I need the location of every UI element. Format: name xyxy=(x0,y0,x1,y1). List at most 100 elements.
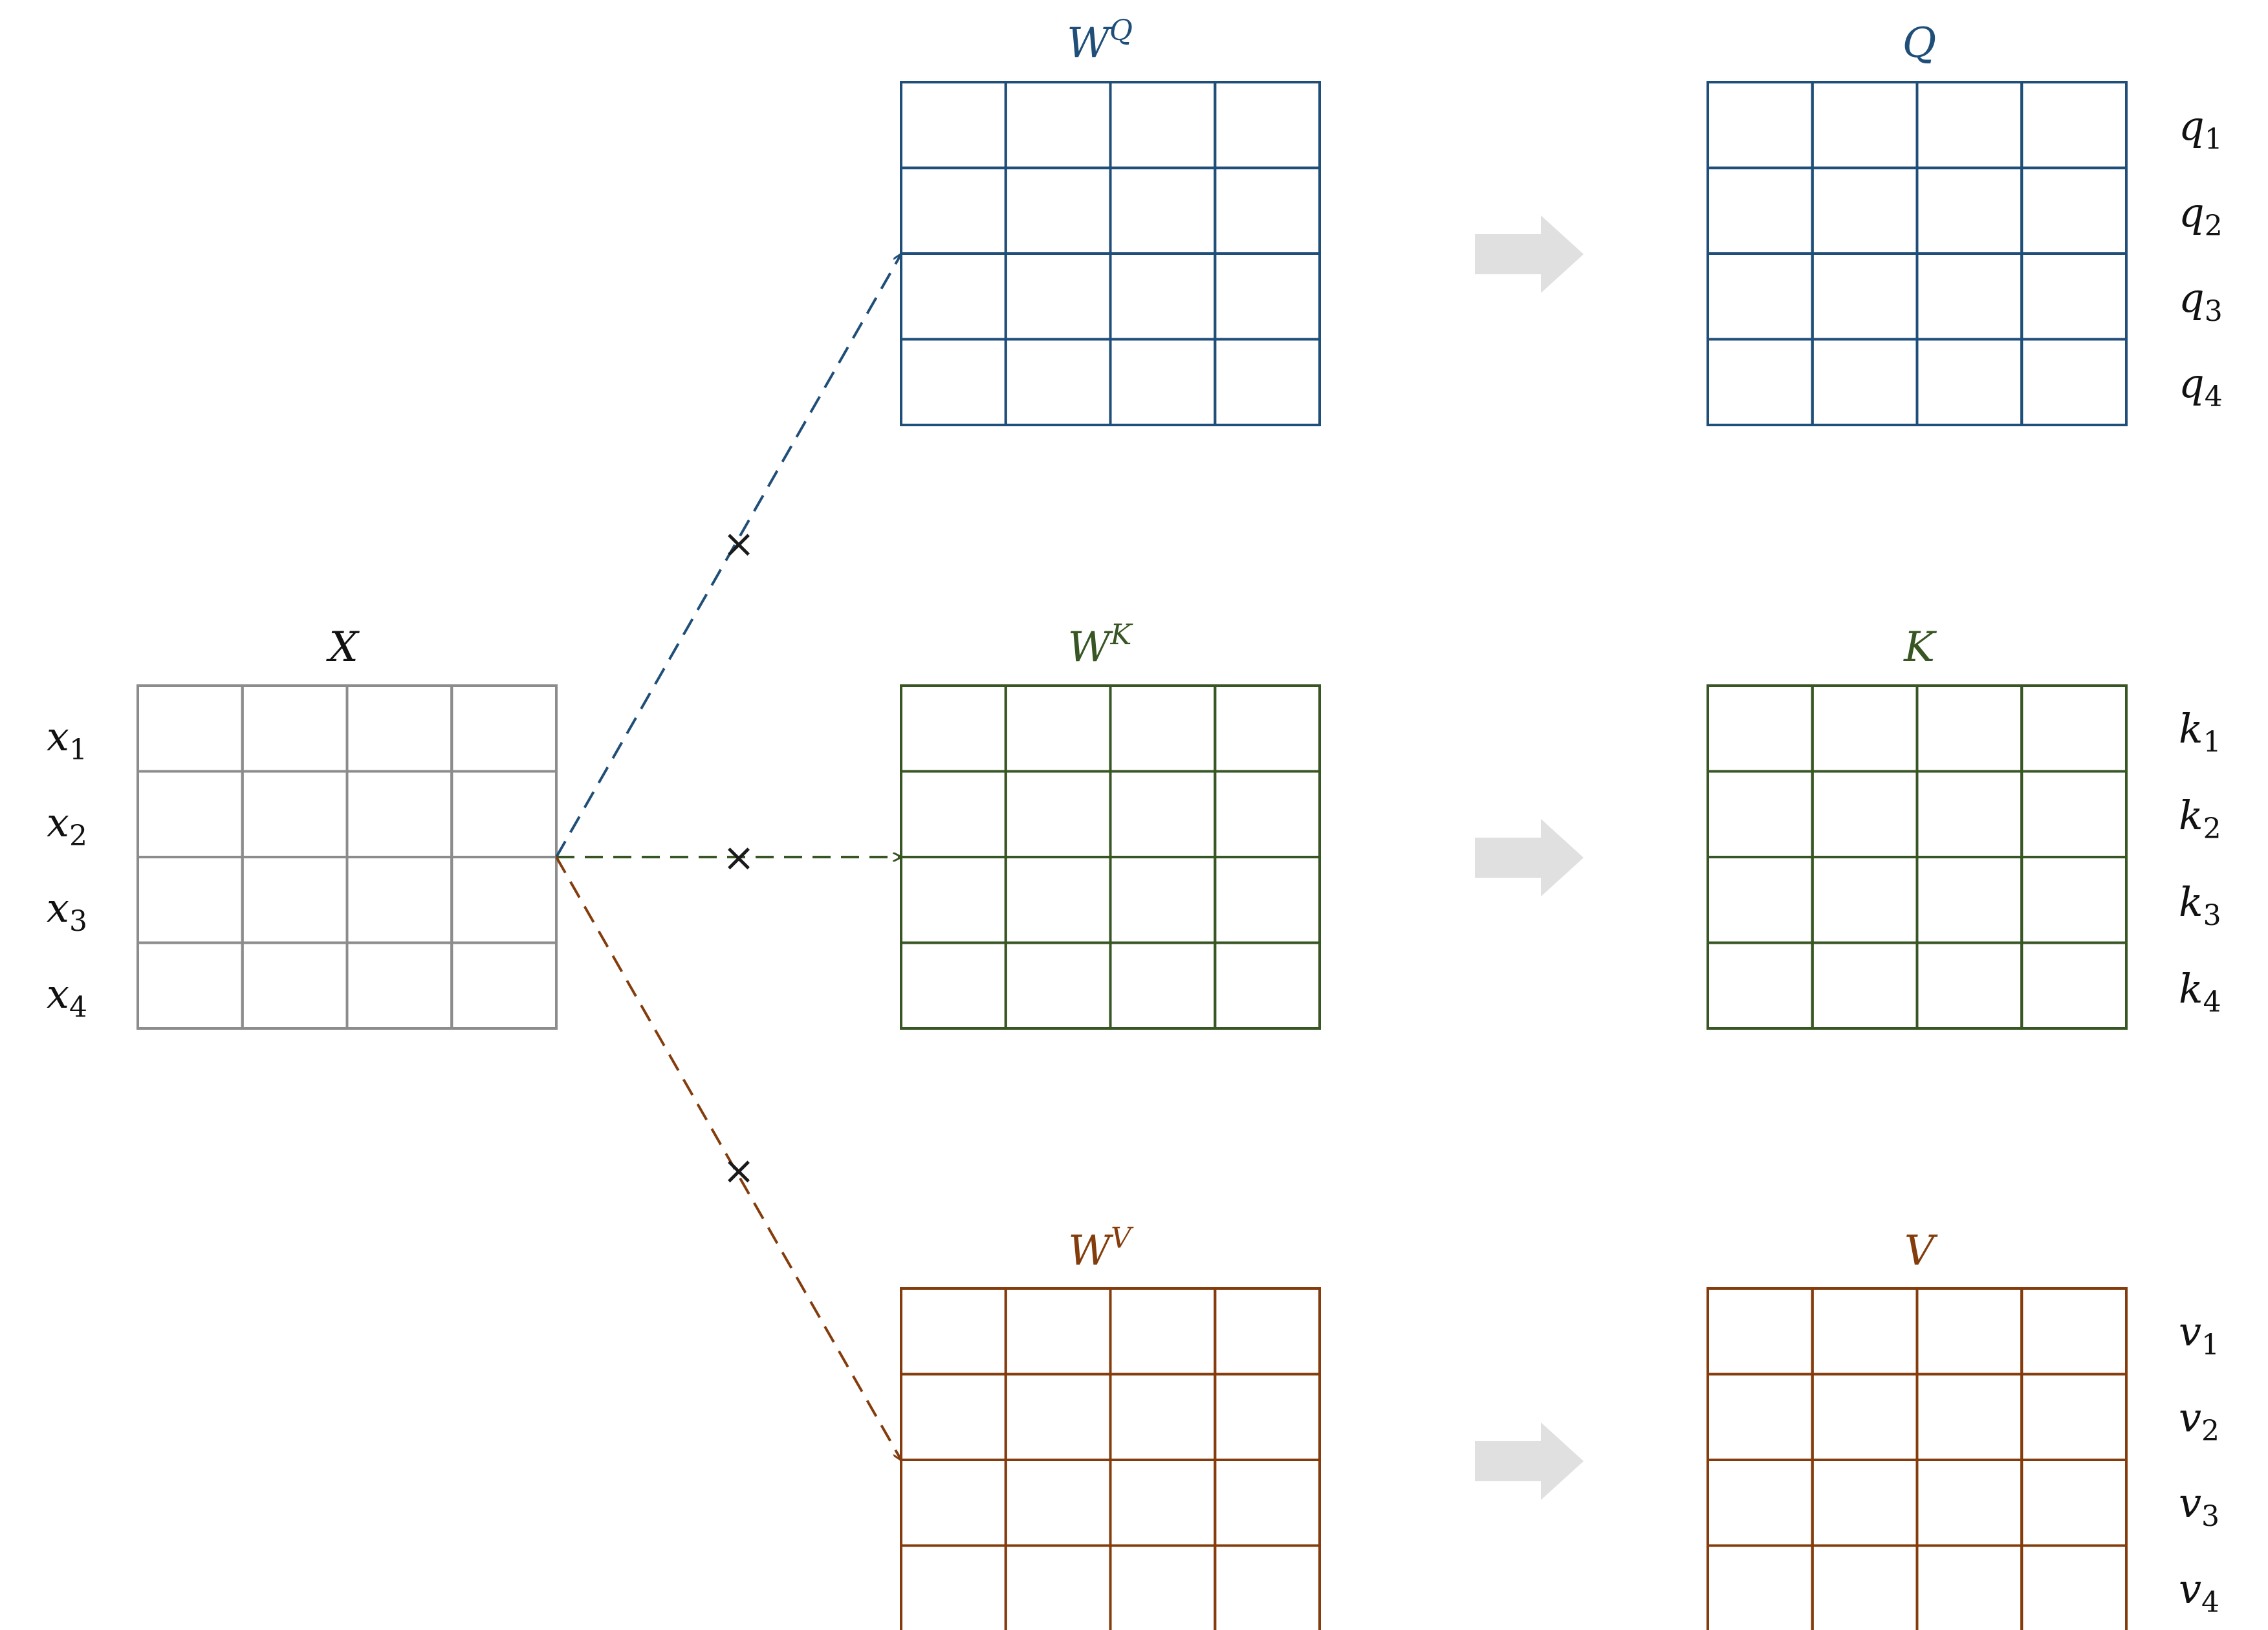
matrix-cell xyxy=(900,941,1007,1030)
row-label-q4: q4 xyxy=(2179,360,2223,413)
matrix-cell xyxy=(2020,770,2128,858)
matrix-cell xyxy=(1811,1373,1919,1461)
matrix-cell xyxy=(1811,1287,1919,1376)
matrix-cell xyxy=(1214,684,1321,773)
matrix-cell xyxy=(900,81,1007,169)
matrix-wv-grid xyxy=(900,1287,1321,1630)
matrix-cell xyxy=(1811,81,1919,169)
matrix-cell xyxy=(900,770,1007,858)
matrix-cell xyxy=(2020,81,2128,169)
matrix-cell xyxy=(241,941,349,1030)
row-label-k4: k4 xyxy=(2179,965,2221,1019)
matrix-cell xyxy=(450,941,558,1030)
matrix-cell xyxy=(1004,1373,1112,1461)
matrix-cell xyxy=(1811,856,1919,944)
matrix-v-title: V xyxy=(1904,1227,1938,1275)
matrix-cell xyxy=(1915,770,2023,858)
matrix-cell xyxy=(1811,1459,1919,1547)
matrix-cell xyxy=(1004,1459,1112,1547)
matrix-cell xyxy=(1915,856,2023,944)
matrix-cell xyxy=(241,856,349,944)
matrix-cell xyxy=(1004,856,1112,944)
multiply-mark-k: × xyxy=(723,835,755,880)
matrix-cell xyxy=(1915,252,2023,341)
matrix-cell xyxy=(1706,1459,1814,1547)
matrix-cell xyxy=(345,941,453,1030)
matrix-cell xyxy=(1706,1544,1814,1630)
row-label-v1: v1 xyxy=(2179,1308,2219,1362)
result-arrow-k-icon xyxy=(1475,819,1584,896)
matrix-cell xyxy=(1109,770,1217,858)
matrix-cell xyxy=(1706,1373,1814,1461)
matrix-cell xyxy=(1109,856,1217,944)
matrix-cell xyxy=(1109,1373,1217,1461)
matrix-cell xyxy=(1109,1287,1217,1376)
matrix-cell xyxy=(136,856,244,944)
matrix-wq-title: WQ xyxy=(1067,14,1133,67)
matrix-cell xyxy=(1706,684,1814,773)
matrix-cell xyxy=(1109,81,1217,169)
matrix-cell xyxy=(1811,941,1919,1030)
matrix-x-grid xyxy=(136,684,558,1030)
matrix-cell xyxy=(900,1287,1007,1376)
matrix-cell xyxy=(1214,338,1321,426)
matrix-cell xyxy=(345,856,453,944)
matrix-cell xyxy=(2020,338,2128,426)
matrix-cell xyxy=(900,1544,1007,1630)
connector-x-to-wv xyxy=(555,856,901,1460)
row-labels-k: k1 k2 k3 k4 xyxy=(2179,705,2221,1019)
matrix-cell xyxy=(900,166,1007,255)
row-label-k3: k3 xyxy=(2179,878,2221,932)
matrix-wv-title: WV xyxy=(1068,1222,1134,1275)
matrix-cell xyxy=(1214,81,1321,169)
row-label-x4: x4 xyxy=(47,970,87,1024)
row-label-q1: q1 xyxy=(2179,102,2223,156)
matrix-cell xyxy=(900,856,1007,944)
matrix-cell xyxy=(136,684,244,773)
matrix-cell xyxy=(900,252,1007,341)
matrix-cell xyxy=(1214,1287,1321,1376)
matrix-cell xyxy=(1915,941,2023,1030)
matrix-k-grid xyxy=(1706,684,2128,1030)
matrix-cell xyxy=(1214,166,1321,255)
matrix-cell xyxy=(2020,252,2128,341)
matrix-cell xyxy=(1004,252,1112,341)
matrix-cell xyxy=(1109,941,1217,1030)
matrix-cell xyxy=(1706,338,1814,426)
matrix-cell xyxy=(1706,81,1814,169)
matrix-cell xyxy=(1214,770,1321,858)
matrix-cell xyxy=(1811,770,1919,858)
matrix-cell xyxy=(1915,1373,2023,1461)
matrix-cell xyxy=(1915,166,2023,255)
matrix-cell xyxy=(450,684,558,773)
matrix-cell xyxy=(2020,166,2128,255)
matrix-cell xyxy=(1706,770,1814,858)
matrix-cell xyxy=(1706,856,1814,944)
row-label-x2: x2 xyxy=(47,799,87,853)
matrix-cell xyxy=(1706,1287,1814,1376)
matrix-cell xyxy=(2020,1544,2128,1630)
matrix-cell xyxy=(1004,166,1112,255)
row-label-q3: q3 xyxy=(2179,274,2223,328)
matrix-cell xyxy=(1811,252,1919,341)
matrix-x-title: X xyxy=(325,624,360,671)
matrix-cell xyxy=(1706,941,1814,1030)
matrix-cell xyxy=(1214,1544,1321,1630)
matrix-cell xyxy=(1004,81,1112,169)
connector-x-to-wq xyxy=(555,254,901,858)
matrix-wk-grid xyxy=(900,684,1321,1030)
matrix-cell xyxy=(241,770,349,858)
row-label-q2: q2 xyxy=(2179,189,2223,243)
row-labels-x: x1 x2 x3 x4 xyxy=(47,713,87,1024)
matrix-cell xyxy=(1811,338,1919,426)
matrix-cell xyxy=(900,684,1007,773)
matrix-cell xyxy=(1004,1544,1112,1630)
matrix-cell xyxy=(136,941,244,1030)
matrix-wk-title: WK xyxy=(1068,618,1133,671)
matrix-cell xyxy=(1214,252,1321,341)
row-label-k2: k2 xyxy=(2179,792,2221,845)
matrix-cell xyxy=(1214,941,1321,1030)
matrix-cell xyxy=(1004,770,1112,858)
matrix-cell xyxy=(1706,252,1814,341)
matrix-cell xyxy=(2020,1373,2128,1461)
